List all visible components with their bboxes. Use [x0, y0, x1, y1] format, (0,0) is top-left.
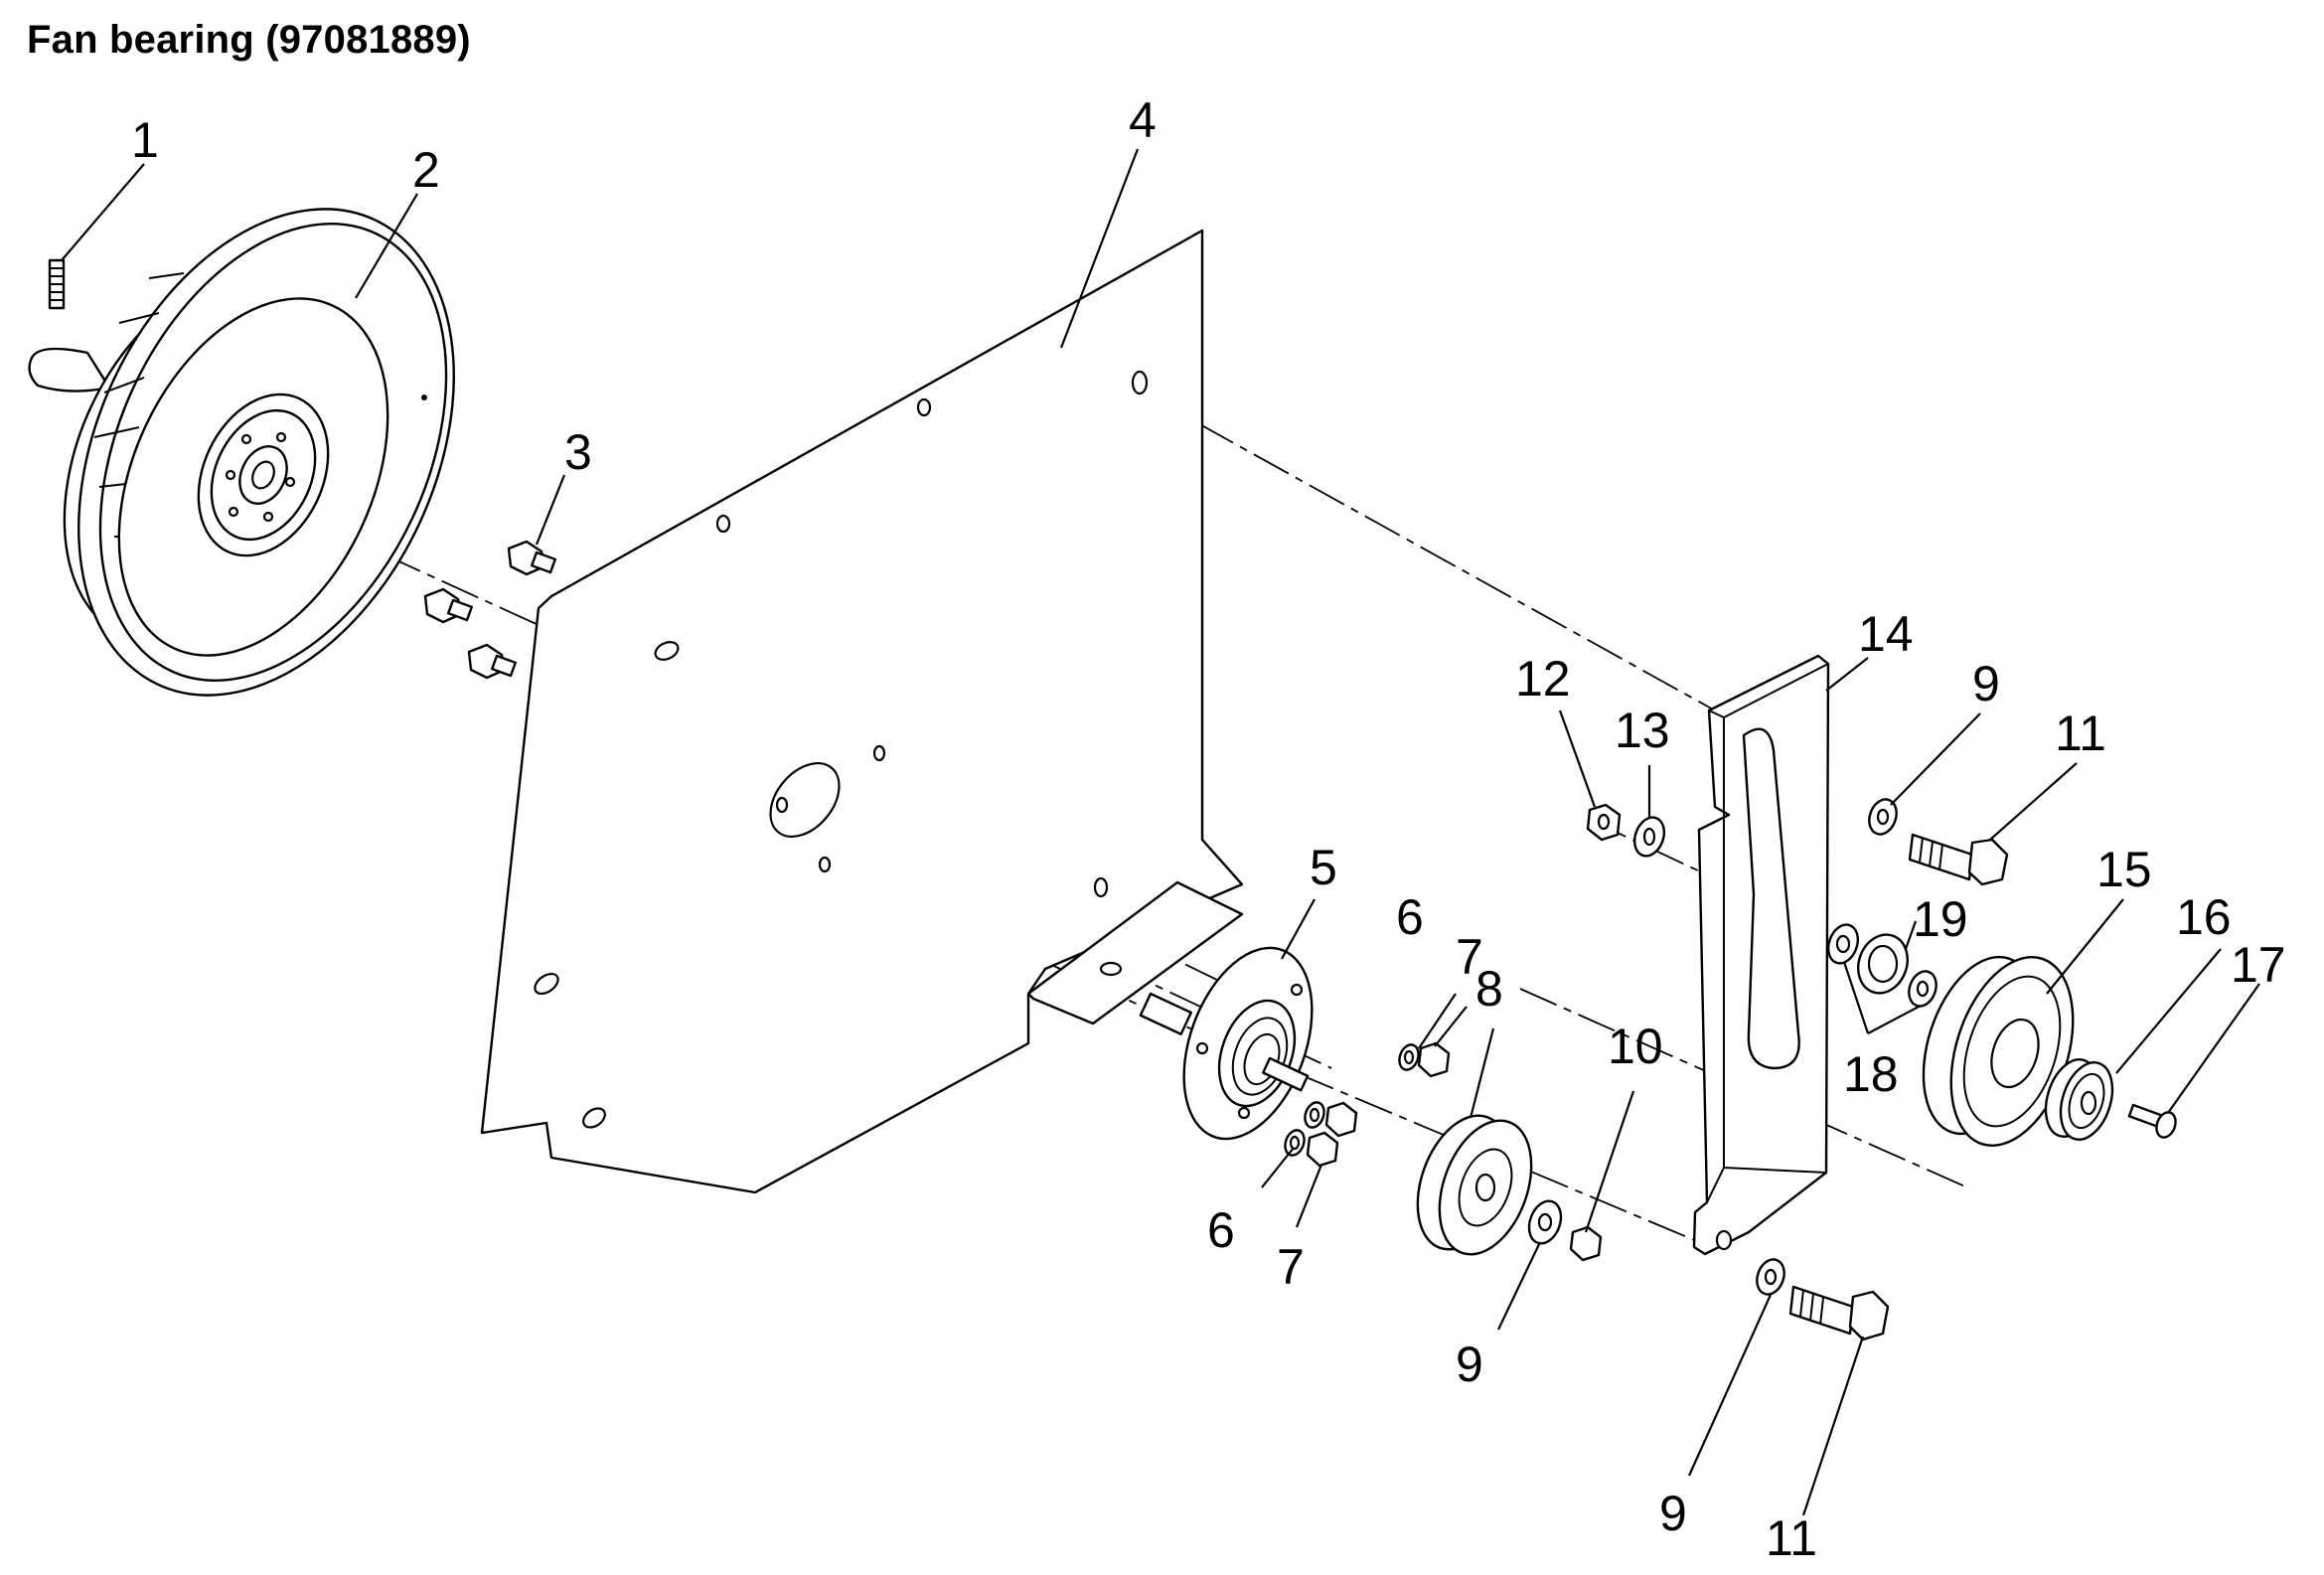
- mounting-plate: [480, 229, 1244, 1194]
- callout-1: 1: [131, 112, 159, 168]
- callout-8: 8: [1475, 961, 1503, 1017]
- callout-6-lower: 6: [1207, 1202, 1235, 1258]
- callout-4: 4: [1129, 92, 1157, 148]
- callout-19: 19: [1913, 891, 1968, 947]
- pulley-small: [1416, 1114, 1533, 1256]
- small-screw: [2127, 1103, 2177, 1139]
- callout-9-bottom: 9: [1659, 1486, 1687, 1541]
- bolt-upper: [1868, 798, 2009, 886]
- screws: [423, 540, 556, 680]
- callout-5: 5: [1310, 840, 1337, 895]
- callout-14: 14: [1858, 606, 1914, 662]
- pulley-large: [1922, 955, 2075, 1147]
- leader-lines: [61, 148, 2260, 1516]
- tension-bracket: [1692, 654, 1830, 1256]
- callout-7-upper: 7: [1456, 929, 1483, 985]
- callout-6-upper: 6: [1396, 889, 1424, 945]
- callout-12: 12: [1515, 651, 1571, 707]
- callout-17: 17: [2231, 937, 2286, 993]
- fan-impeller: [28, 208, 455, 697]
- callout-18: 18: [1843, 1046, 1899, 1102]
- callout-11-bottom: 11: [1766, 1510, 1817, 1566]
- callout-13: 13: [1615, 703, 1670, 758]
- callout-9-upper: 9: [1972, 656, 2000, 711]
- spacers: [1826, 923, 1937, 1008]
- washers-and-nuts: [1284, 1041, 1451, 1168]
- callout-2: 2: [412, 142, 440, 198]
- callout-9-bottom-pulley: 9: [1456, 1337, 1483, 1392]
- callout-3: 3: [564, 424, 592, 480]
- callout-11-upper: 11: [2055, 706, 2106, 761]
- callout-labels: 1 2 3 4 5 6 6 7 7 8 9 9 9 10 11 11 12 13…: [131, 92, 2286, 1566]
- callout-15: 15: [2096, 842, 2152, 897]
- bolt-lower: [1756, 1258, 1890, 1341]
- bearing-flange: [1139, 946, 1314, 1141]
- callout-7-lower: 7: [1277, 1239, 1305, 1295]
- nut-and-washer-upper: [1586, 803, 1666, 858]
- washer-and-nut-lower: [1527, 1199, 1603, 1262]
- page-title: Fan bearing (97081889): [27, 18, 471, 62]
- set-screw: [48, 258, 66, 310]
- ball-bearing: [2044, 1058, 2114, 1141]
- callout-16: 16: [2176, 889, 2232, 945]
- callout-10: 10: [1608, 1019, 1663, 1074]
